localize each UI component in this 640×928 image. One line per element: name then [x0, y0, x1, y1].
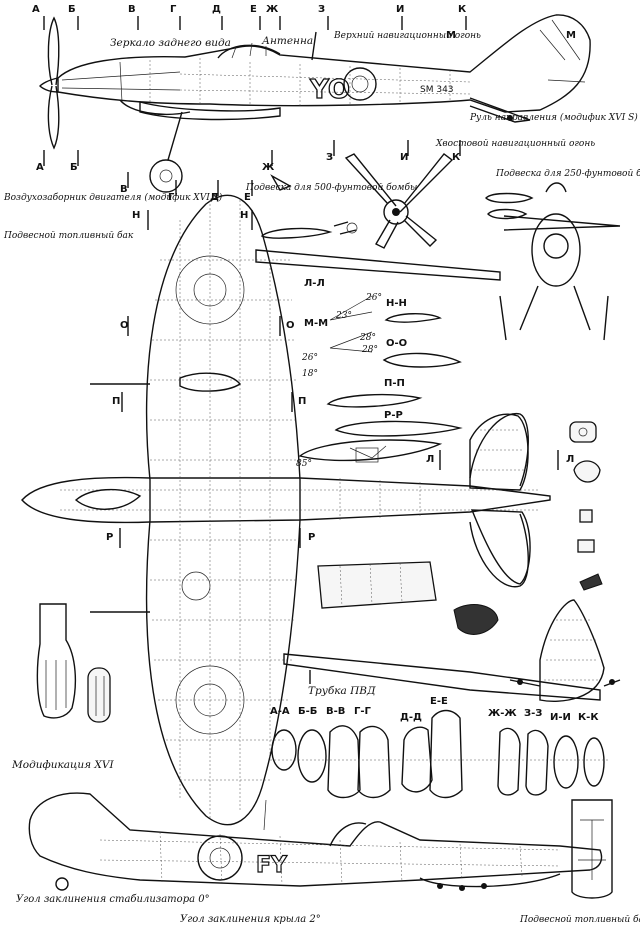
label-rudder: Руль направления (модифик XVI S) — [469, 112, 638, 123]
section-d-top: Д — [212, 4, 221, 15]
airfoil-extra-angle: 85° — [296, 459, 312, 469]
side-code: YO — [309, 75, 350, 105]
airfoil-nn-angle: 23° — [335, 311, 352, 321]
airfoil-mm-name: М-М — [304, 318, 328, 329]
label-drop-tank-bottom: Подвесной топливный бак — [519, 914, 640, 925]
section-k-lower: К — [452, 152, 461, 163]
pitot-wing-view — [255, 249, 601, 701]
section-e-top: Е — [250, 4, 257, 15]
fuse-section-zz: З-З — [524, 708, 542, 719]
airfoil-rr-angle: 18° — [302, 369, 318, 379]
lower-code: FY — [256, 853, 288, 878]
drop-tank-bottom — [571, 799, 613, 899]
section-l-left: Л — [426, 454, 434, 465]
section-a-lower: А — [36, 162, 44, 173]
section-e-lower: Е — [244, 192, 251, 203]
fuse-section-ii: И-И — [550, 712, 571, 723]
panel-parts — [317, 561, 499, 635]
fuselage-sections: А-А Б-Б В-В Г-Г Д-Д Е-Е Ж-Ж З-З И-И К-К — [270, 696, 610, 799]
airfoil-ll-angle: 26° — [365, 293, 382, 303]
section-markers-plan: Н Н О О П П Р Р Л Л — [106, 210, 574, 548]
section-b-top: Б — [68, 4, 76, 15]
label-air-intake: Воздухозаборник двигателя (модифик XVI S… — [3, 192, 223, 203]
label-drop-tank-top: Подвесной топливный бак — [3, 230, 134, 241]
section-o-right: О — [286, 320, 295, 331]
label-bomb-500: Подвеска для 500-фунтовой бомбы — [245, 182, 417, 193]
section-a-top: А — [32, 4, 40, 15]
side-view-top — [39, 14, 591, 193]
side-view-bottom — [28, 792, 603, 891]
airfoil-ll-name: Л-Л — [304, 278, 325, 289]
section-m-fin: М — [566, 30, 576, 41]
section-b-lower: Б — [70, 162, 78, 173]
airfoil-mm-angle: 28° — [359, 333, 376, 343]
label-tail-nav-light: Хвостовой навигационный огонь — [435, 139, 595, 149]
section-g-lower: Г — [168, 192, 175, 203]
section-p-right: П — [298, 396, 306, 407]
fuse-section-vv: В-В — [326, 706, 345, 717]
bomb-250-rack — [485, 192, 534, 220]
label-wing-angle: Угол заклинения крыла 2° — [180, 914, 321, 925]
fuse-section-dd: Д-Д — [400, 712, 422, 723]
section-k-top: К — [458, 4, 467, 15]
fuse-section-bb: Б-Б — [298, 706, 317, 717]
airfoil-sections: Л-Л Н-Н М-М О-О П-П Р-Р 26° 23° 28° 28° … — [296, 278, 462, 469]
section-z-lower: З — [326, 152, 333, 163]
section-o-left: О — [120, 320, 129, 331]
section-markers-top: А Б В Г Д Е Ж З И К А Б В Г Д Е Ж З И К … — [32, 4, 576, 203]
section-g-top: Г — [170, 4, 177, 15]
section-r-right: Р — [308, 532, 315, 543]
section-i-top: И — [396, 4, 404, 15]
small-parts — [569, 421, 603, 591]
label-antenna: Антенна — [261, 35, 313, 47]
label-bomb-250: Подвеска для 250-фунтовой бомбы — [495, 168, 640, 179]
section-v-lower: В — [120, 184, 128, 195]
fuse-section-kk: К-К — [578, 712, 599, 723]
airfoil-nn-name: Н-Н — [386, 298, 407, 309]
label-upper-nav-light: Верхний навигационный огонь — [333, 31, 481, 41]
section-p-left: П — [112, 396, 120, 407]
airfoil-rr-name: Р-Р — [384, 410, 403, 421]
label-pitot: Трубка ПВД — [308, 685, 376, 697]
tailplane-detail — [469, 413, 531, 585]
airfoil-oo-angle: 28° — [361, 345, 378, 355]
section-i-lower: И — [400, 152, 408, 163]
section-zh-lower: Ж — [262, 162, 275, 173]
airfoil-pp-angle: 26° — [301, 353, 318, 363]
serial-number: SM 343 — [420, 85, 454, 95]
mod-xvi-details — [36, 603, 111, 723]
section-zh-top: Ж — [266, 4, 279, 15]
fuse-section-zhzh: Ж-Ж — [488, 708, 517, 719]
airfoil-pp-name: П-П — [384, 378, 405, 389]
fuse-section-aa: А-А — [270, 706, 290, 717]
section-z-top: З — [318, 4, 325, 15]
section-d-lower: Д — [210, 192, 219, 203]
plan-view — [21, 194, 551, 826]
section-n-right: Н — [240, 210, 248, 221]
airfoil-oo-name: О-О — [386, 338, 407, 349]
section-m-top: М — [446, 30, 456, 41]
section-l-right: Л — [566, 454, 574, 465]
section-n-left: Н — [132, 210, 140, 221]
fuse-section-gg: Г-Г — [354, 706, 372, 717]
propeller-front-view — [344, 153, 454, 249]
section-r-left: Р — [106, 532, 113, 543]
bomb-500-rack — [260, 174, 358, 239]
section-v-top: В — [128, 4, 136, 15]
label-stab-angle: Угол заклинения стабилизатора 0° — [16, 894, 210, 905]
label-rear-mirror: Зеркало заднего вида — [110, 37, 231, 49]
fuse-section-ee: Е-Е — [430, 696, 448, 707]
label-mod-xvi: Модификация XVI — [11, 759, 114, 771]
front-fin-view — [509, 599, 621, 702]
front-view — [499, 182, 621, 341]
